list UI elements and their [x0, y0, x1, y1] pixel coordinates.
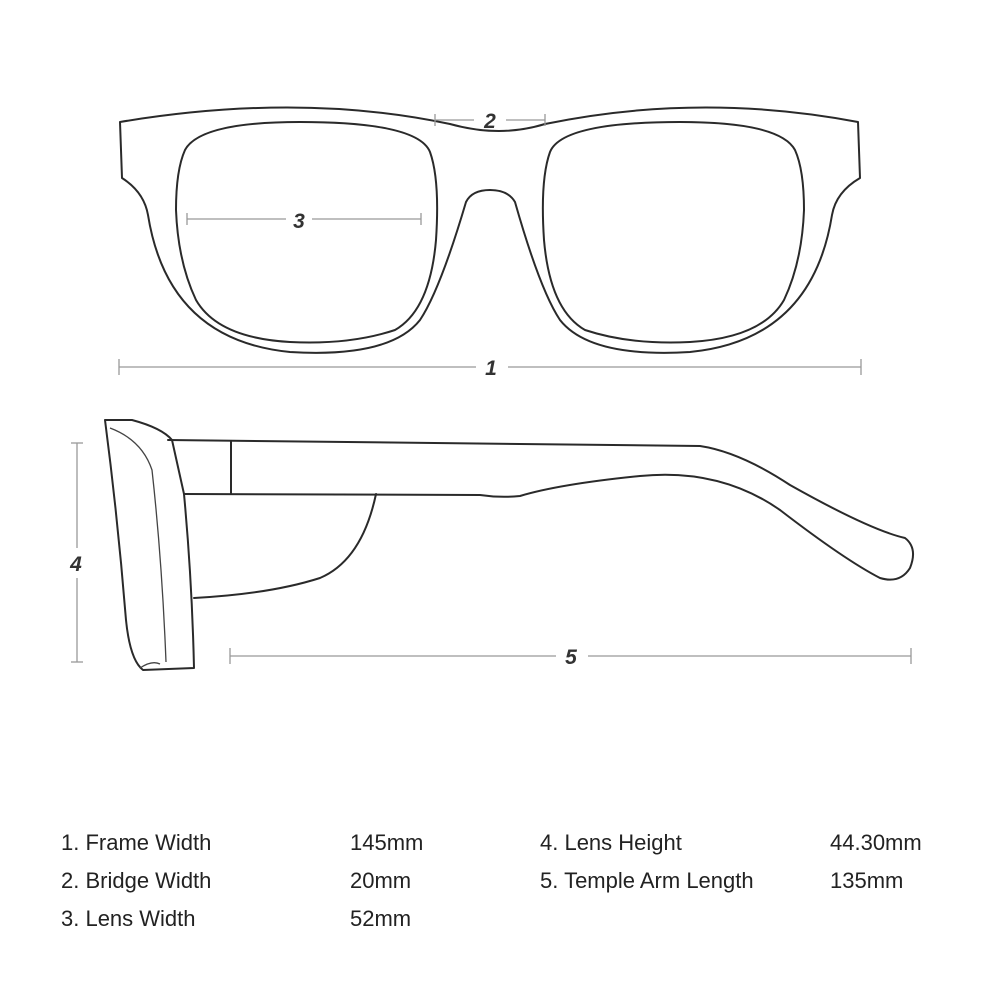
left-lens [175, 121, 439, 344]
dimension-label-2: 2 [483, 110, 496, 133]
dimension-label-4: 4 [69, 553, 82, 576]
frame-front-profile [104, 419, 195, 671]
spec-lens-height-value: 44.30mm [830, 830, 922, 855]
dimension-lens-width: 3 [186, 210, 422, 233]
spec-frame-width-value: 145mm [350, 830, 424, 855]
side-view [104, 419, 915, 671]
spec-lens-height-label: 4. Lens Height [540, 830, 682, 855]
glasses-diagram: 2 3 1 4 [69, 106, 915, 671]
lens-edge [139, 662, 161, 669]
front-view [119, 106, 861, 354]
spec-lens-width-label: 3. Lens Width [61, 906, 196, 931]
dimension-frame-width: 1 [118, 357, 862, 380]
spec-temple-arm-length-label: 5. Temple Arm Length [540, 868, 754, 893]
dimension-temple-arm-length: 5 [229, 646, 912, 669]
dimension-label-5: 5 [565, 646, 577, 669]
side-shield [193, 493, 377, 599]
temple-arm [167, 439, 915, 581]
spec-bridge-width-value: 20mm [350, 868, 412, 893]
spec-list: 1. Frame Width 145mm 2. Bridge Width 20m… [0, 822, 1000, 952]
spec-lens-width-value: 52mm [350, 906, 412, 931]
spec-temple-arm-length-value: 135mm [830, 868, 904, 893]
spec-frame-width-label: 1. Frame Width [61, 830, 212, 855]
dimension-label-3: 3 [293, 210, 305, 233]
right-lens [541, 121, 805, 344]
lens-profile [109, 427, 167, 663]
frame-outline [119, 106, 861, 354]
dimension-lens-height: 4 [69, 442, 83, 663]
dimension-label-1: 1 [485, 357, 497, 380]
dimension-bridge-width: 2 [434, 110, 546, 133]
spec-bridge-width-label: 2. Bridge Width [61, 868, 212, 893]
